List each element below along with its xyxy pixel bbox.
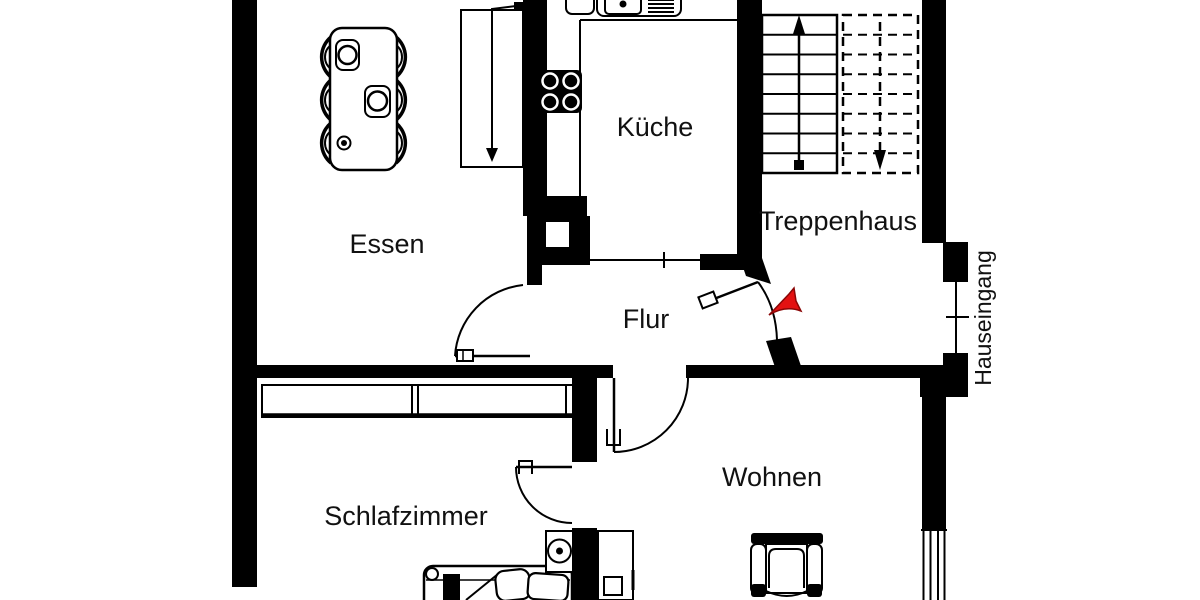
stove-burners: [541, 72, 580, 111]
blanket: [526, 572, 570, 600]
armchair-back: [751, 533, 823, 544]
door-jamb-bottom: [766, 337, 801, 370]
place-setting: [364, 85, 391, 118]
room-label-kueche: Küche: [617, 112, 694, 142]
blanket-fold: [465, 573, 499, 600]
wall-kitchen-east: [737, 0, 762, 260]
pillow: [494, 568, 532, 600]
wall-middle-right: [686, 365, 923, 378]
stairs-flight-down-dashed: [841, 13, 920, 175]
stair-run-down-box: [460, 2, 524, 168]
stairs-flight-up: [760, 13, 839, 175]
wall-bedroom-living-lower: [572, 528, 597, 600]
room-label-hauseingang: Hauseingang: [970, 250, 996, 386]
dining-table-icon: [319, 26, 408, 172]
partitions-and-windows: [579, 19, 969, 600]
stairs-down-outline: [841, 13, 920, 175]
place-setting: [335, 39, 360, 71]
cup-icon: [336, 135, 352, 151]
door-panel-mark: [518, 460, 533, 474]
door-swing-arc: [454, 284, 524, 357]
room-label-schlafzimmer: Schlafzimmer: [324, 501, 488, 531]
chimney-flue-opening: [546, 222, 569, 247]
door-swing-arc: [757, 281, 778, 341]
room-label-flur: Flur: [623, 304, 670, 334]
door-schlafzimmer: [515, 460, 573, 524]
door-panel-mark: [697, 290, 719, 310]
armchair-icon: [750, 533, 823, 597]
wall-bedroom-living-upper: [572, 365, 597, 462]
wall-living-east: [922, 397, 946, 530]
stairs-up-start-marker: [794, 160, 804, 170]
door-essen: [454, 284, 530, 362]
run-arrowhead: [486, 148, 498, 162]
door-swing-arc: [613, 377, 689, 453]
armchair-foot: [807, 584, 822, 597]
sink-icon: [565, 0, 682, 17]
room-label-essen: Essen: [349, 229, 424, 259]
bed-runner: [443, 574, 460, 600]
wall-middle-left: [257, 365, 613, 378]
wall-stub-essen-flur: [527, 265, 542, 285]
wall-stairwell-east: [922, 0, 946, 243]
door-apartment-entrance: [697, 280, 778, 341]
wall-kitchen-south-right: [700, 254, 762, 270]
stairs-up-arrowhead: [793, 15, 805, 34]
armchair-cushion: [768, 548, 805, 588]
entry-jamb-lower: [943, 353, 968, 397]
door-panel-mark: [456, 349, 474, 362]
run-start-marker: [514, 2, 524, 9]
bed-icon: [422, 564, 574, 600]
room-label-wohnen: Wohnen: [722, 462, 822, 492]
stove-icon: [539, 70, 582, 113]
wall-junction-right: [920, 365, 946, 397]
door-panel-mark: [606, 429, 621, 446]
armchair-foot: [751, 584, 766, 597]
walls: [232, 0, 968, 600]
room-label-treppenhaus: Treppenhaus: [759, 206, 917, 236]
sink-drain: [619, 0, 627, 8]
wall-left-outer: [232, 0, 257, 587]
nightstand-lamp-icon: [545, 530, 574, 573]
sink-drainboard: [648, 0, 674, 13]
entry-jamb-upper: [943, 242, 968, 282]
wall-kitchen-south-left: [523, 196, 587, 216]
cabinet-icon: [597, 530, 635, 600]
run-line: [491, 5, 517, 148]
armchair-front: [765, 590, 808, 597]
door-swing-arc: [515, 466, 573, 524]
stairs-down-arrowhead: [874, 150, 886, 170]
entrance-arrow-icon: [768, 286, 803, 316]
wardrobe-icon: [261, 384, 574, 418]
door-wohnen: [606, 377, 689, 453]
armchair-seat: [765, 543, 808, 594]
